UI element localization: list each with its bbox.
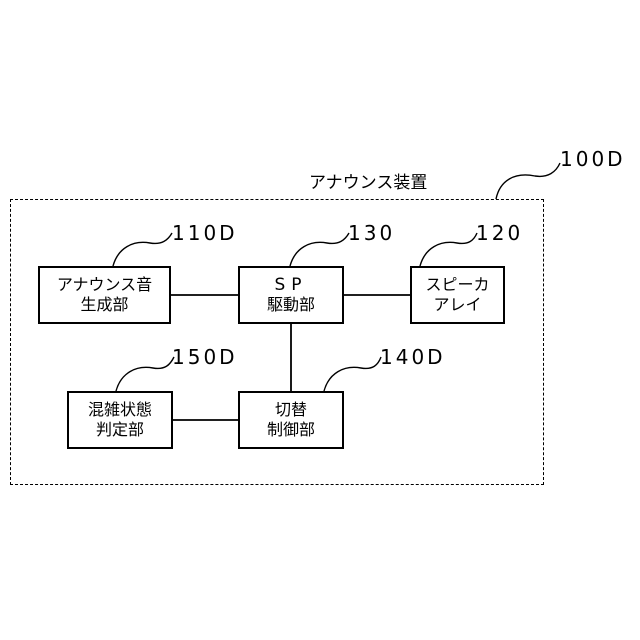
sp-driver-block: SP 駆動部	[238, 266, 344, 324]
block-label-line1: 切替	[275, 400, 307, 420]
announcement-sound-generator-block: アナウンス音 生成部	[38, 266, 171, 324]
block-label-line2: 駆動部	[267, 295, 315, 315]
ref-numeral-120: 120	[476, 222, 523, 244]
announcement-device-title: アナウンス装置	[306, 172, 430, 194]
block-label-line1: アナウンス音	[57, 275, 152, 295]
block-label-line1: 混雑状態	[88, 400, 152, 420]
ref-numeral-150d: 150D	[172, 346, 238, 368]
speaker-array-block: スピーカ アレイ	[410, 266, 505, 324]
ref-numeral-140d: 140D	[380, 346, 446, 368]
block-label-line2: 判定部	[96, 420, 144, 440]
block-label-line2: 生成部	[80, 295, 128, 315]
ref-numeral-130: 130	[348, 222, 395, 244]
block-label-line1: スピーカ	[425, 275, 489, 295]
switching-controller-block: 切替 制御部	[238, 391, 344, 449]
block-label-line2: 制御部	[267, 420, 315, 440]
block-label-line1: SP	[274, 275, 307, 295]
congestion-state-judge-block: 混雑状態 判定部	[67, 391, 173, 449]
ref-numeral-110d: 110D	[172, 222, 238, 244]
leader-100d	[496, 163, 560, 199]
ref-numeral-100d: 100D	[560, 148, 626, 170]
block-label-line2: アレイ	[433, 295, 481, 315]
